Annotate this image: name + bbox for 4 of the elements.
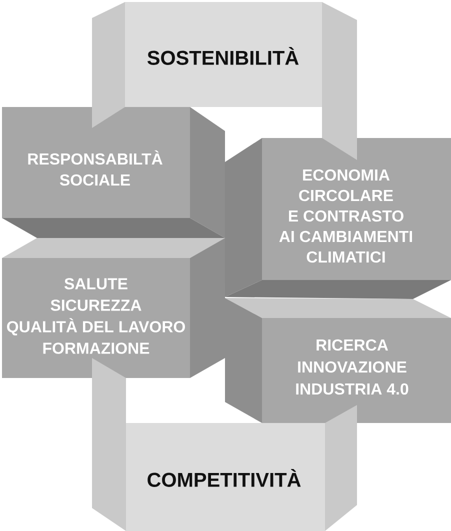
block: RESPONSABILTÀ SOCIALE bbox=[2, 107, 225, 238]
block: ECONOMIA CIRCOLARE E CONTRASTO AI CAMBIAMENTI CLIMATICI bbox=[225, 138, 451, 299]
block: RICERCA INNOVAZIONE INDUSTRIA 4.0 bbox=[225, 298, 451, 423]
block: SALUTE SICUREZZA QUALITÀ DEL LAVORO FORMAZIONE bbox=[2, 238, 225, 378]
